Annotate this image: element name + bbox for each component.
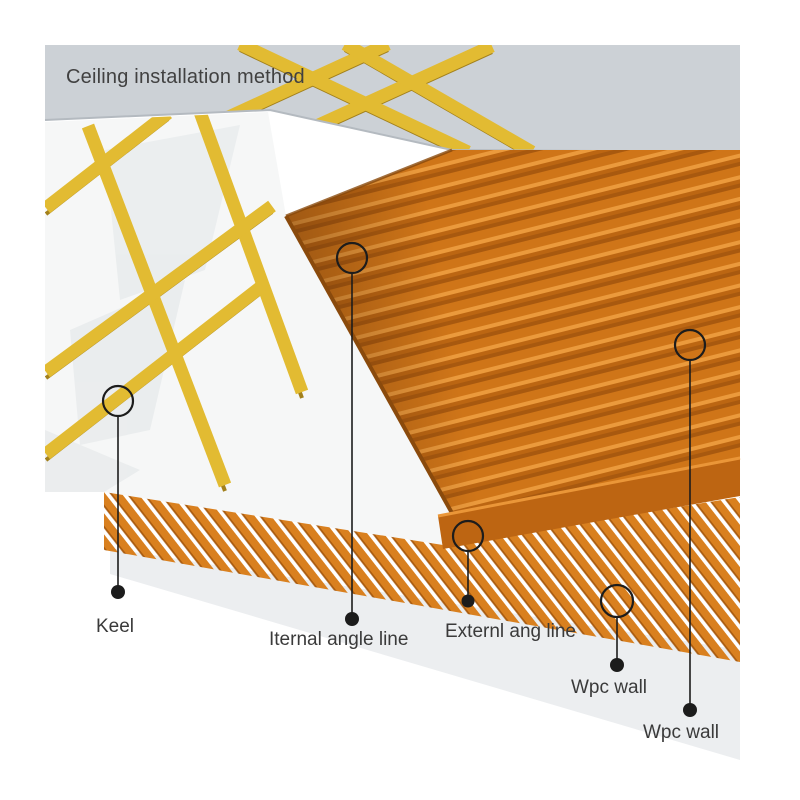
wpc-wall-2-dot <box>683 703 697 717</box>
page-title: Ceiling installation method <box>66 66 305 88</box>
keel-label: Keel <box>96 616 135 637</box>
internal-angle-dot <box>345 612 359 626</box>
callout-lines <box>117 273 691 704</box>
slope-top-edge <box>285 148 453 218</box>
external-angle-trim <box>438 458 740 549</box>
internal-angle-edge <box>284 215 464 532</box>
internal-angle-line-label: Iternal angle line <box>269 629 409 650</box>
external-angle-line-label: Externl ang line <box>445 621 576 642</box>
callout-dots <box>111 585 697 717</box>
keel-dot <box>111 585 125 599</box>
wall-keel-bars <box>45 112 309 492</box>
wpc-wall-dot <box>610 658 624 672</box>
wpc-slat-band <box>104 492 740 662</box>
wpc-wall-2-label: Wpc wall <box>643 722 720 743</box>
floor-shadow <box>110 548 740 760</box>
wpc-wall-label: Wpc wall <box>571 677 648 698</box>
wpc-slope-shade <box>286 150 740 531</box>
external-angle-dot <box>461 594 475 608</box>
